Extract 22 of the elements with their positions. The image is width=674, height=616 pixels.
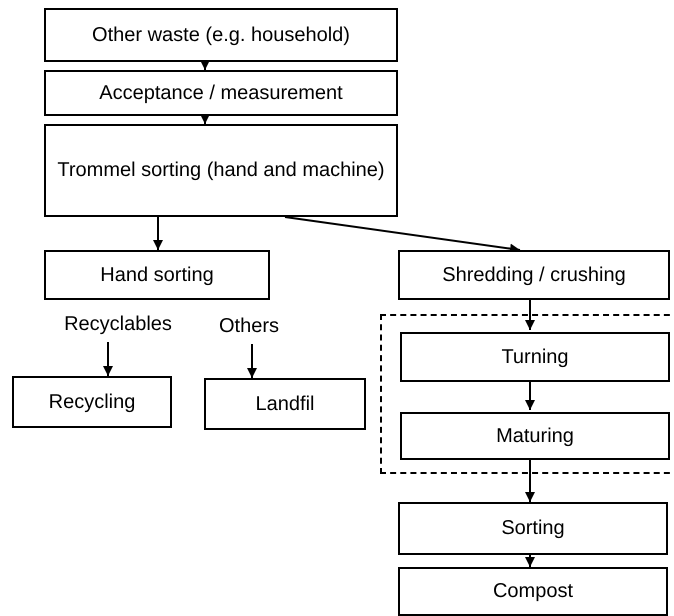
process-box: Acceptance / measurement bbox=[44, 70, 398, 116]
process-box: Hand sorting bbox=[44, 250, 270, 300]
process-box: Trommel sorting (hand and machine) bbox=[44, 124, 398, 217]
arrow bbox=[200, 60, 210, 70]
process-box: Shredding / crushing bbox=[398, 250, 670, 300]
process-box: Sorting bbox=[398, 502, 668, 555]
arrow bbox=[247, 344, 257, 378]
arrow bbox=[525, 458, 535, 502]
arrow bbox=[153, 217, 163, 250]
arrow bbox=[200, 114, 210, 124]
arrow bbox=[103, 342, 113, 376]
flow-label: Recyclables bbox=[48, 306, 188, 342]
flow-label: Others bbox=[204, 308, 294, 344]
process-box: Landfil bbox=[204, 378, 366, 430]
process-box: Compost bbox=[398, 567, 668, 616]
arrow bbox=[525, 380, 535, 410]
arrow bbox=[525, 555, 535, 567]
arrow bbox=[525, 300, 535, 330]
process-box: Other waste (e.g. household) bbox=[44, 8, 398, 62]
process-box: Turning bbox=[400, 332, 670, 382]
process-box: Recycling bbox=[12, 376, 172, 428]
process-box: Maturing bbox=[400, 412, 670, 460]
